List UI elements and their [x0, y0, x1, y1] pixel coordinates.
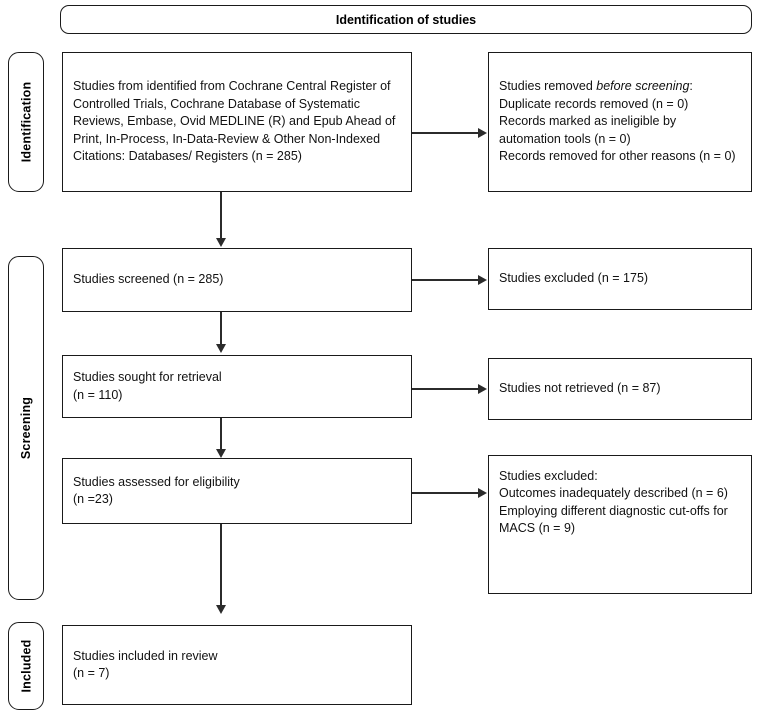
connector-identified-to-screened [220, 192, 222, 240]
box-reports-excluded-text: Studies excluded: Outcomes inadequately … [499, 469, 728, 536]
arrowhead-sought-to-assessed [215, 449, 226, 458]
box-records-removed-before-screening: Studies removed before screening: Duplic… [488, 52, 752, 192]
box-records-identified-text: Studies from identified from Cochrane Ce… [73, 79, 396, 164]
stage-label-identification-text: Identification [19, 81, 34, 163]
box-reports-assessed-for-eligibility: Studies assessed for eligibility (n =23) [62, 458, 412, 524]
connector-sought-to-assessed [220, 418, 222, 450]
box-reports-not-retrieved: Studies not retrieved (n = 87) [488, 358, 752, 420]
arrowhead-sought-to-not-retrieved [478, 383, 487, 394]
arrowhead-identified-to-screened [215, 238, 226, 247]
arrowhead-screened-to-sought [215, 344, 226, 353]
box-studies-included-in-review: Studies included in review (n = 7) [62, 625, 412, 705]
arrowhead-assessed-to-excluded [478, 487, 487, 498]
banner-label: Identification of studies [335, 12, 477, 27]
connector-identified-to-removed [412, 132, 480, 134]
connector-assessed-to-excluded [412, 492, 480, 494]
box-records-excluded-text: Studies excluded (n = 175) [499, 271, 649, 286]
stage-label-included: Included [8, 622, 44, 710]
records-removed-line1-prefix: Studies removed [499, 79, 597, 94]
connector-screened-to-sought [220, 312, 222, 345]
box-records-removed-text: Studies removed before screening: Duplic… [489, 78, 751, 165]
connector-assessed-to-included [220, 524, 222, 606]
box-reports-sought-for-retrieval: Studies sought for retrieval (n = 110) [62, 355, 412, 418]
arrowhead-screened-to-excluded [478, 274, 487, 285]
stage-label-screening-text: Screening [19, 396, 33, 460]
box-reports-excluded-with-reasons: Studies excluded: Outcomes inadequately … [488, 455, 752, 594]
box-reports-sought-text: Studies sought for retrieval (n = 110) [73, 370, 222, 402]
box-studies-included-text: Studies included in review (n = 7) [73, 648, 218, 680]
records-removed-rest: Duplicate records removed (n = 0) Record… [499, 96, 736, 164]
box-reports-assessed-text: Studies assessed for eligibility (n =23) [73, 474, 240, 506]
arrowhead-assessed-to-included [215, 605, 226, 614]
stage-label-screening: Screening [8, 256, 44, 600]
banner-identification-of-studies: Identification of studies [60, 5, 752, 34]
stage-label-included-text: Included [19, 639, 33, 693]
box-records-screened-text: Studies screened (n = 285) [73, 272, 224, 287]
box-records-excluded: Studies excluded (n = 175) [488, 248, 752, 310]
box-records-screened: Studies screened (n = 285) [62, 248, 412, 312]
stage-label-identification: Identification [8, 52, 44, 192]
box-reports-not-retrieved-text: Studies not retrieved (n = 87) [499, 381, 661, 396]
connector-sought-to-not-retrieved [412, 388, 480, 390]
box-records-identified: Studies from identified from Cochrane Ce… [62, 52, 412, 192]
connector-screened-to-excluded [412, 279, 480, 281]
arrowhead-identified-to-removed [478, 127, 487, 138]
records-removed-line1-italic: before screening [596, 79, 690, 94]
records-removed-line1-suffix: : [689, 79, 693, 94]
